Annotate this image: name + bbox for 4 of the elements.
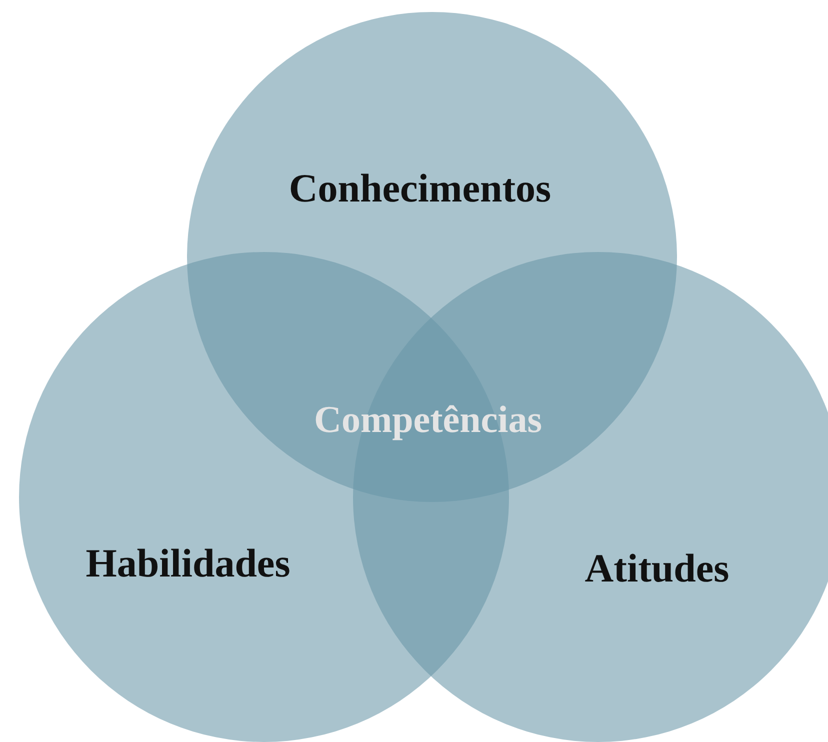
circle-label: Atitudes (584, 544, 730, 592)
circle-label: Habilidades (86, 540, 290, 586)
circle-label: Conhecimentos (288, 164, 552, 212)
center-label: Competências (314, 398, 542, 442)
